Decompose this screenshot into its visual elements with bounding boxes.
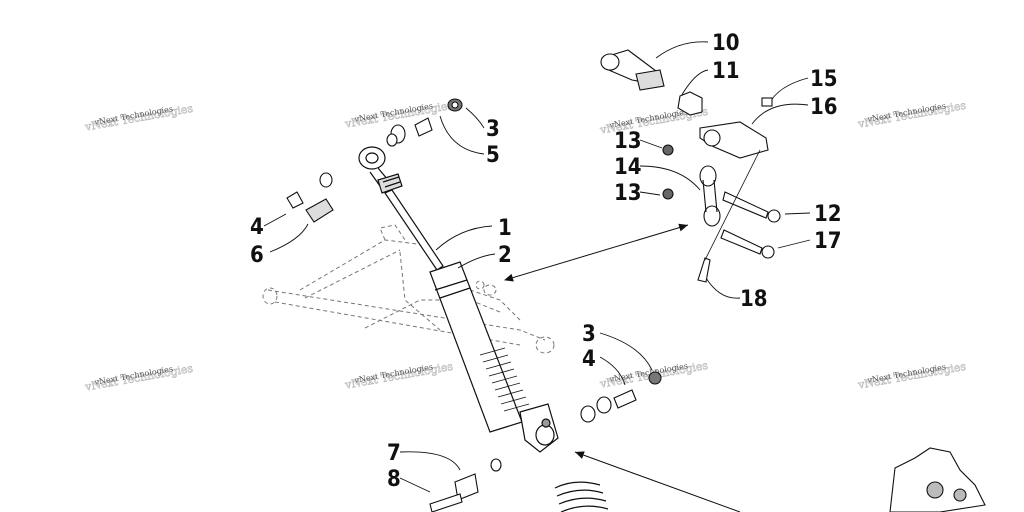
callout-2: 2 bbox=[498, 243, 512, 268]
callout-labels: 1 2 3 4 5 6 7 8 10 11 12 13 14 15 16 17 … bbox=[250, 31, 842, 492]
callout-1: 1 bbox=[498, 216, 512, 241]
linkage-assembly bbox=[600, 49, 781, 283]
arrow-link bbox=[504, 223, 689, 282]
callout-3-lower: 3 bbox=[582, 322, 596, 347]
callout-13-lower: 13 bbox=[614, 181, 642, 206]
lower-hardware bbox=[429, 371, 662, 512]
callout-12: 12 bbox=[814, 202, 842, 227]
a-arm-dashed bbox=[262, 224, 555, 354]
callout-16: 16 bbox=[810, 95, 838, 120]
callout-3: 3 bbox=[486, 117, 500, 142]
partial-component bbox=[889, 447, 986, 512]
callout-6: 6 bbox=[250, 243, 264, 268]
callout-4: 4 bbox=[250, 215, 264, 240]
callout-17: 17 bbox=[814, 229, 842, 254]
arrow-spring bbox=[574, 451, 741, 512]
callout-15: 15 bbox=[810, 67, 838, 92]
callout-8: 8 bbox=[387, 467, 401, 492]
callout-11: 11 bbox=[712, 59, 740, 84]
callout-5: 5 bbox=[486, 143, 500, 168]
callout-18: 18 bbox=[740, 287, 768, 312]
callout-14: 14 bbox=[614, 155, 642, 180]
spring-fragment bbox=[554, 481, 609, 512]
shock-absorber bbox=[358, 146, 559, 453]
callout-7: 7 bbox=[387, 441, 401, 466]
callout-10: 10 bbox=[712, 31, 740, 56]
leader-lines bbox=[263, 41, 811, 493]
callout-13: 13 bbox=[614, 129, 642, 154]
callout-4-lower: 4 bbox=[582, 347, 596, 372]
upper-hardware bbox=[286, 98, 463, 223]
